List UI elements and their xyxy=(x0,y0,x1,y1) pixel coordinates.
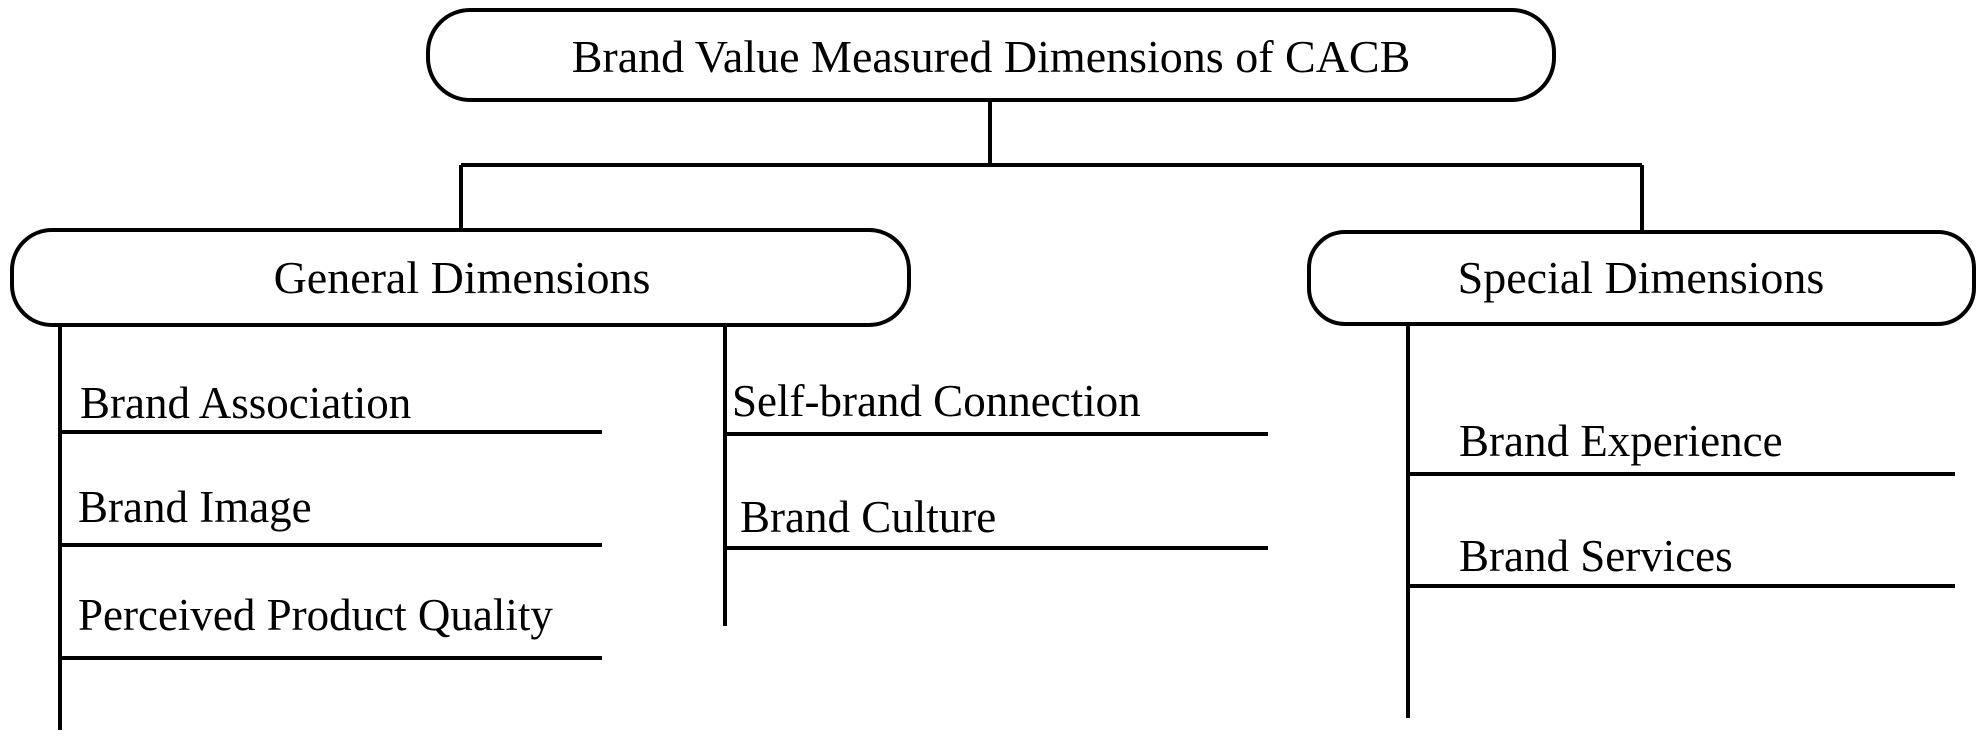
list-item: Perceived Product Quality xyxy=(60,590,602,660)
list-item-label: Brand Services xyxy=(1459,531,1733,581)
list-item-label: Brand Culture xyxy=(740,492,996,542)
list-item: Self-brand Connection xyxy=(725,376,1268,436)
general-column-b-list: Self-brand Connection Brand Culture xyxy=(725,376,1268,550)
general-dimensions-box xyxy=(10,228,911,327)
root-node-box xyxy=(426,8,1556,102)
special-list: Brand Experience Brand Services xyxy=(1408,416,1955,588)
list-item: Brand Image xyxy=(60,482,602,547)
list-item: Brand Culture xyxy=(725,492,1268,550)
special-dimensions-node: Special Dimensions xyxy=(1307,230,1976,326)
general-dimensions-label: General Dimensions xyxy=(274,252,651,303)
special-dimensions-label: Special Dimensions xyxy=(1458,252,1825,303)
list-item: Brand Experience xyxy=(1408,416,1955,476)
list-item-label: Perceived Product Quality xyxy=(78,590,553,640)
list-item-label: Brand Experience xyxy=(1459,416,1783,466)
list-item-label: Brand Association xyxy=(80,378,411,428)
list-item-label: Brand Image xyxy=(78,482,312,532)
general-dimensions-node: General Dimensions xyxy=(10,228,911,327)
list-item: Brand Services xyxy=(1408,531,1955,588)
list-item: Brand Association xyxy=(60,378,602,434)
list-item-label: Self-brand Connection xyxy=(732,376,1141,426)
root-node: Brand Value Measured Dimensions of CACB xyxy=(426,8,1556,102)
special-dimensions-box xyxy=(1307,230,1976,326)
general-column-a-list: Brand Association Brand Image Perceived … xyxy=(60,378,602,660)
root-node-label: Brand Value Measured Dimensions of CACB xyxy=(572,31,1411,82)
